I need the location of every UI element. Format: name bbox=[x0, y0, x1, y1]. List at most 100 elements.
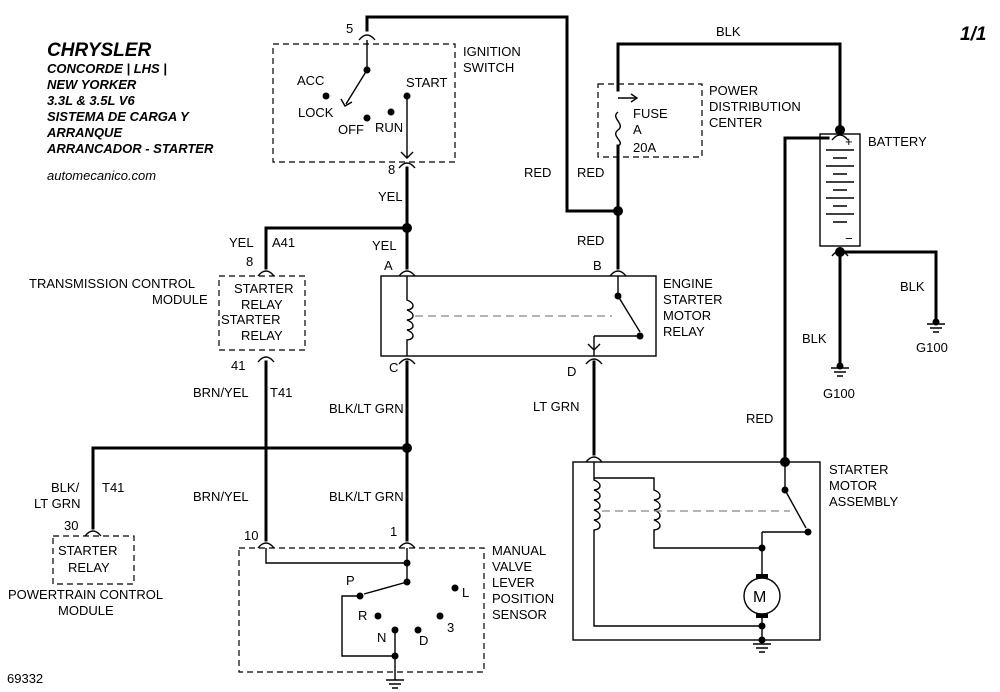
powertrain-control-module: STARTER RELAY POWERTRAIN CONTROL MODULE … bbox=[8, 518, 163, 618]
wire-label: YEL bbox=[229, 235, 254, 250]
mvlps-pin-10: 10 bbox=[244, 528, 258, 543]
system-es-line-1: SISTEMA DE CARGA Y bbox=[47, 109, 190, 124]
wire-label: BRN/YEL bbox=[193, 489, 249, 504]
wire-label: RED bbox=[577, 165, 604, 180]
ground-g100-label: G100 bbox=[916, 340, 948, 355]
wire-label: LT GRN bbox=[533, 399, 579, 414]
pcm-label-1: POWERTRAIN CONTROL bbox=[8, 587, 163, 602]
ignition-switch-box bbox=[272, 43, 456, 163]
manual-valve-lever-position-sensor: MANUAL VALVE LEVER POSITION SENSOR P R N… bbox=[238, 524, 554, 676]
battery-label: BATTERY bbox=[868, 134, 927, 149]
ignition-switch-label-2: SWITCH bbox=[463, 60, 514, 75]
fuse-symbol bbox=[615, 111, 621, 147]
transmission-control-module: TRANSMISSION CONTROL MODULE STARTER RELA… bbox=[29, 254, 306, 373]
starter-coil-pull bbox=[594, 477, 762, 549]
pcm-pin-30: 30 bbox=[64, 518, 78, 533]
starter-coil-hold bbox=[593, 462, 762, 627]
mvlps-box bbox=[238, 547, 485, 673]
tcm-relay-2b: RELAY bbox=[241, 328, 283, 343]
esmr-pin-d: D bbox=[567, 364, 576, 379]
page-number: 1/1 bbox=[960, 24, 986, 45]
power-distribution-center: POWER DISTRIBUTION CENTER FUSE A 20A bbox=[597, 83, 801, 158]
site-label: automecanico.com bbox=[47, 168, 156, 183]
esmr-pin-b: B bbox=[593, 258, 602, 273]
battery: BATTERY + − bbox=[819, 133, 927, 247]
tcm-pin-8: 8 bbox=[246, 254, 253, 269]
pcm-label-2: MODULE bbox=[58, 603, 114, 618]
esmr-label-3: MOTOR bbox=[663, 308, 711, 323]
pcm-box bbox=[52, 535, 135, 585]
wire-label: BLK/LT GRN bbox=[329, 489, 404, 504]
starter-label-3: ASSEMBLY bbox=[829, 494, 898, 509]
mvlps-r: R bbox=[358, 608, 367, 623]
wire-label: BLK bbox=[900, 279, 925, 294]
wire-label: LT GRN bbox=[34, 496, 80, 511]
ground-icon bbox=[927, 318, 945, 333]
ignition-lock-label: LOCK bbox=[298, 105, 334, 120]
wire-label: BLK bbox=[716, 24, 741, 39]
junctions bbox=[402, 125, 845, 467]
figure-id: 69332 bbox=[7, 671, 43, 686]
esmr-label-1: ENGINE bbox=[663, 276, 713, 291]
starter-box bbox=[572, 461, 821, 641]
starter-motor-assembly: STARTER MOTOR ASSEMBLY M bbox=[572, 461, 898, 641]
pdc-label-3: CENTER bbox=[709, 115, 762, 130]
esmr-label-4: RELAY bbox=[663, 324, 705, 339]
wire-label: YEL bbox=[378, 189, 403, 204]
battery-plus: + bbox=[845, 134, 853, 149]
wires bbox=[91, 15, 938, 542]
ground-g100-label: G100 bbox=[823, 386, 855, 401]
esmr-pin-c: C bbox=[389, 360, 398, 375]
ground-icon bbox=[831, 362, 849, 377]
ignition-pin-5: 5 bbox=[346, 21, 353, 36]
wire-label: BLK bbox=[802, 331, 827, 346]
pdc-label-1: POWER bbox=[709, 83, 758, 98]
starter-label-2: MOTOR bbox=[829, 478, 877, 493]
wire-label: YEL bbox=[372, 238, 397, 253]
ground-icon bbox=[386, 676, 404, 689]
tcm-relay-1b: RELAY bbox=[241, 297, 283, 312]
fuse-label: FUSE bbox=[633, 106, 668, 121]
pdc-label-2: DISTRIBUTION bbox=[709, 99, 801, 114]
mvlps-label-3: LEVER bbox=[492, 575, 535, 590]
mvlps-label-5: SENSOR bbox=[492, 607, 547, 622]
wire-label: A41 bbox=[272, 235, 295, 250]
mvlps-label-1: MANUAL bbox=[492, 543, 546, 558]
starter-motor-m: M bbox=[753, 589, 766, 606]
pcm-relay-b: RELAY bbox=[68, 560, 110, 575]
fuse-rating-label: 20A bbox=[633, 140, 656, 155]
wire-label: BRN/YEL bbox=[193, 385, 249, 400]
title-block: CHRYSLER CONCORDE | LHS | NEW YORKER 3.3… bbox=[46, 40, 214, 183]
battery-minus: − bbox=[845, 231, 853, 246]
tcm-box bbox=[218, 275, 306, 351]
tcm-relay-1a: STARTER bbox=[234, 281, 293, 296]
mvlps-label-4: POSITION bbox=[492, 591, 554, 606]
connectors bbox=[84, 34, 849, 549]
wire-label: BLK/ bbox=[51, 480, 80, 495]
wire-labels: BLK RED RED RED YEL YEL YEL A41 BLK/LT G… bbox=[34, 24, 925, 511]
models-line-1: CONCORDE | LHS | bbox=[47, 61, 167, 76]
wire-label: T41 bbox=[270, 385, 292, 400]
ground-symbols: G100 G100 bbox=[386, 318, 948, 689]
mvlps-p: P bbox=[346, 573, 355, 588]
pcm-relay-a: STARTER bbox=[58, 543, 117, 558]
esmr-box bbox=[380, 275, 657, 357]
starter-label-1: STARTER bbox=[829, 462, 888, 477]
tcm-relay-2a: STARTER bbox=[221, 312, 280, 327]
pdc-box bbox=[597, 83, 703, 158]
mvlps-pin-1: 1 bbox=[390, 524, 397, 539]
ignition-off-label: OFF bbox=[338, 122, 364, 137]
wire-label: RED bbox=[524, 165, 551, 180]
ignition-pin-8: 8 bbox=[388, 162, 395, 177]
system-es-line-2: ARRANQUE bbox=[46, 125, 122, 140]
fuse-id-label: A bbox=[633, 122, 642, 137]
tcm-label-2: MODULE bbox=[152, 292, 208, 307]
ignition-switch-label-1: IGNITION bbox=[463, 44, 521, 59]
wire-label: RED bbox=[746, 411, 773, 426]
esmr-label-2: STARTER bbox=[663, 292, 722, 307]
ground-icon bbox=[753, 636, 771, 653]
wire-label: BLK/LT GRN bbox=[329, 401, 404, 416]
ignition-run-label: RUN bbox=[375, 120, 403, 135]
wire-label: T41 bbox=[102, 480, 124, 495]
